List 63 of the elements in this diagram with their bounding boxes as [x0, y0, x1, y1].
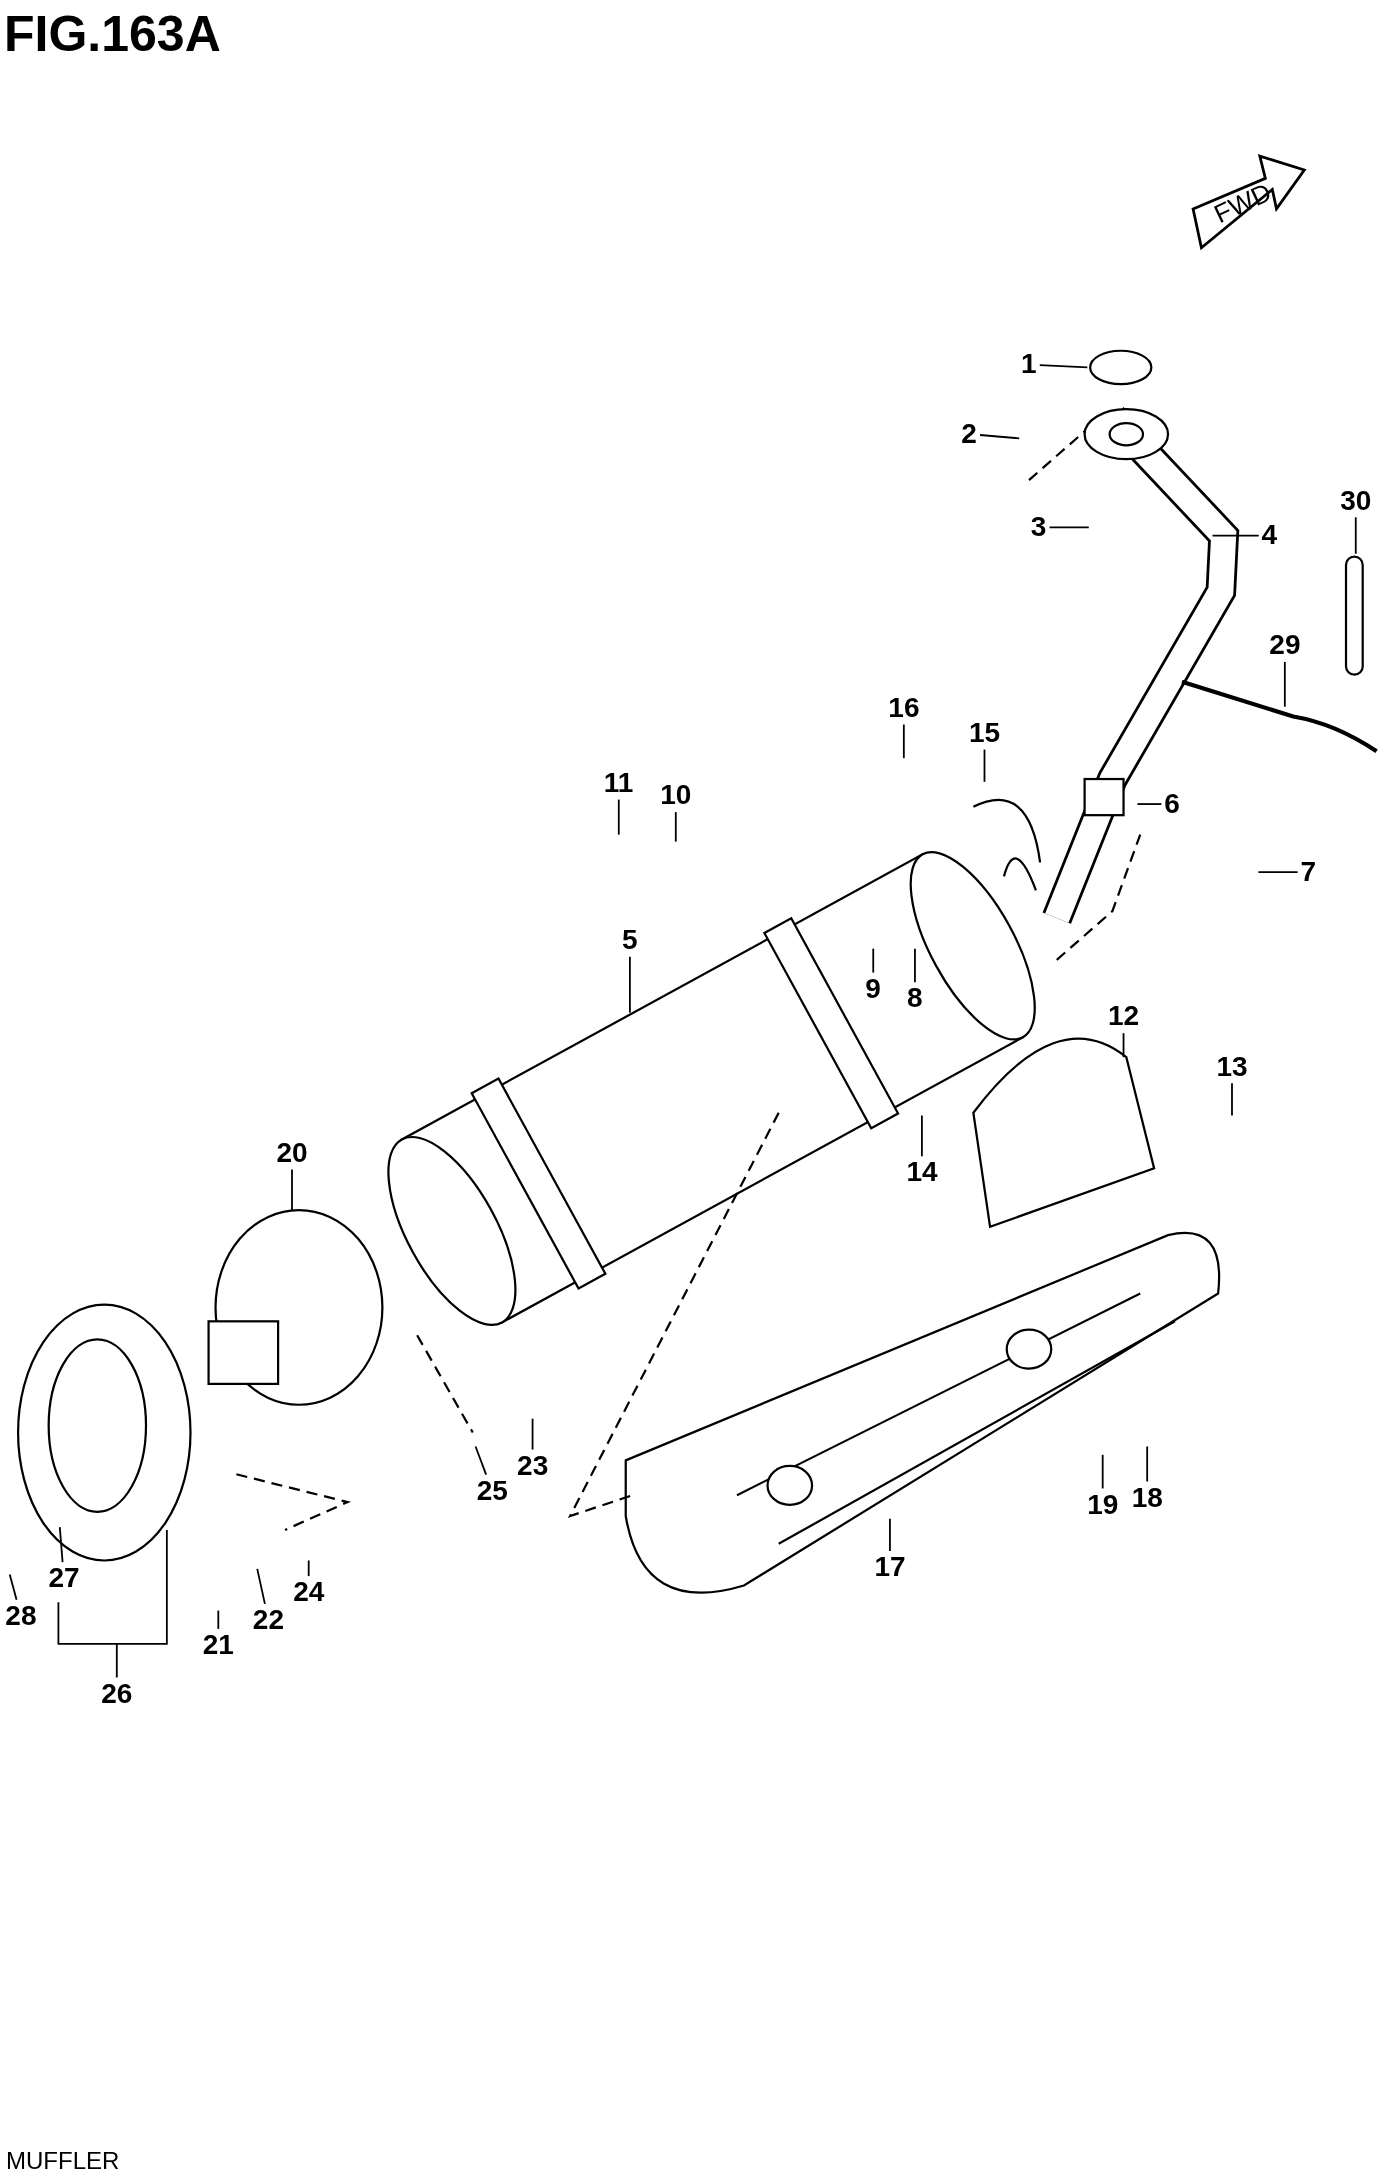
- leader-line: [902, 723, 905, 760]
- callout-number: 25: [476, 1475, 508, 1506]
- leader-line: [629, 955, 631, 1014]
- leader-line: [872, 947, 875, 974]
- callout-number: 9: [865, 973, 881, 1004]
- leader-line: [474, 1445, 488, 1476]
- leader-line: [307, 1559, 310, 1577]
- leader-line: [889, 1517, 891, 1552]
- leader-line: [256, 1567, 266, 1605]
- callout-number: 8: [906, 983, 923, 1014]
- leader-line: [1231, 1082, 1233, 1117]
- figure-caption: MUFFLER: [6, 2148, 120, 2174]
- leader-line: [617, 798, 620, 836]
- leader-line: [1211, 534, 1260, 537]
- leader-line: [983, 748, 986, 783]
- callout-number: 13: [1216, 1051, 1248, 1082]
- callout-number: 3: [1030, 512, 1047, 542]
- callout-number: 4: [1261, 520, 1278, 551]
- leader-line: [914, 947, 916, 984]
- callout-number: 17: [874, 1552, 906, 1583]
- callout-number: 14: [906, 1157, 938, 1188]
- leader-line: [1038, 364, 1089, 369]
- callout-number: 22: [252, 1604, 284, 1635]
- leader-line: [217, 1609, 220, 1630]
- leader-line: [1146, 1445, 1149, 1483]
- callout-number: 19: [1087, 1489, 1119, 1520]
- direction-label: FWD: [1209, 177, 1275, 229]
- callout-number: 27: [48, 1563, 80, 1594]
- leader-line: [8, 1573, 18, 1601]
- callout-number: 10: [660, 780, 692, 811]
- callout-number: 11: [603, 767, 634, 798]
- callout-number: 30: [1340, 485, 1372, 516]
- callout-number: 7: [1300, 856, 1317, 887]
- callout-number: 29: [1269, 630, 1301, 661]
- leader-line: [1101, 1453, 1104, 1490]
- callout-number: 2: [961, 418, 977, 449]
- callout-number: 20: [276, 1137, 308, 1168]
- leader-line: [921, 1114, 923, 1158]
- callout-number: 23: [517, 1450, 549, 1481]
- callout-number: 28: [5, 1600, 37, 1631]
- callout-number: 15: [969, 717, 1001, 748]
- callout-number: 26: [101, 1678, 133, 1709]
- callout-number: 21: [202, 1629, 234, 1660]
- leader-line: [979, 434, 1021, 440]
- leader-line: [291, 1168, 293, 1211]
- leader-line: [531, 1417, 534, 1451]
- leader-line: [1257, 871, 1299, 874]
- leader-line: [1136, 803, 1163, 805]
- callout-number: 12: [1108, 1001, 1140, 1032]
- callout-number: 18: [1131, 1482, 1163, 1513]
- figure-title: FIG.163A: [4, 6, 221, 62]
- callout-number: 6: [1164, 788, 1180, 819]
- callout-number: 24: [293, 1577, 325, 1608]
- callout-number: 16: [888, 692, 920, 723]
- leader-line: [1122, 1032, 1125, 1059]
- callout-number: 1: [1020, 349, 1037, 380]
- callout-number: 5: [621, 925, 638, 955]
- leader-line: [674, 811, 677, 843]
- leader-line: [1283, 661, 1286, 708]
- leader-line: [58, 1526, 64, 1564]
- leader-line: [57, 1529, 168, 1679]
- leader-line: [1048, 526, 1090, 529]
- leader-line: [1354, 516, 1357, 555]
